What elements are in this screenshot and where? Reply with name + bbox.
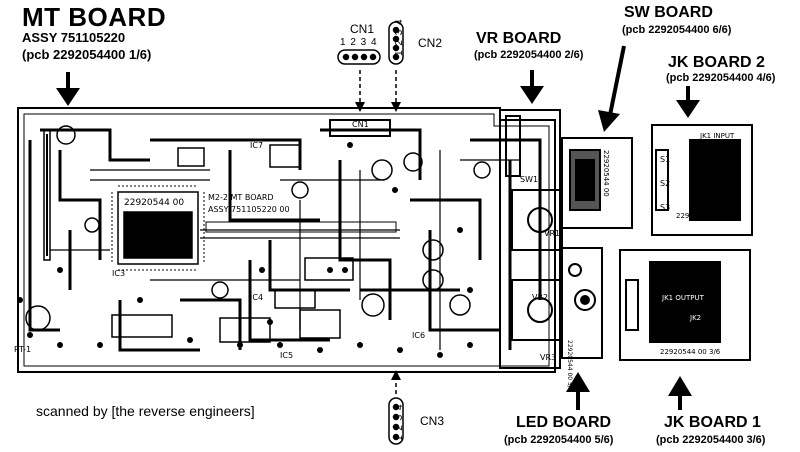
led-board-pcb: (pcb 2292054400 5/6) xyxy=(504,434,614,446)
jk-board-2-title: JK BOARD 2 xyxy=(668,54,765,71)
left-header-pins xyxy=(43,129,51,261)
pcb-vr2-text: VR2 xyxy=(532,293,548,302)
pcb-s3-text: S3 xyxy=(660,203,670,212)
mt-board-title: MT BOARD xyxy=(22,2,167,32)
arrow-mt-board xyxy=(56,72,80,106)
arrow-vr-board xyxy=(520,70,544,104)
led-board-title: LED BOARD xyxy=(516,414,612,431)
scan-credit: scanned by [the reverse engineers] xyxy=(36,403,255,419)
sw-board-pcb: (pcb 2292054400 6/6) xyxy=(622,24,732,36)
pcb-cn1-text: CN1 xyxy=(352,120,369,129)
pcb-s2-text: S2 xyxy=(660,179,670,188)
cn2-dashed-arrow xyxy=(391,70,401,112)
pcb-jk2-text: JK2 xyxy=(689,314,701,322)
pcb-s1-text: S1 xyxy=(660,155,670,164)
vr-board-pcb xyxy=(499,109,563,369)
pcb-board-text-1: M2-2 MT BOARD xyxy=(208,193,274,202)
pcb-ic3-text: IC3 xyxy=(112,269,125,278)
cn3-label: CN3 xyxy=(420,414,445,428)
sw-board-title: SW BOARD xyxy=(624,4,713,21)
jk-board-1-pcb: (pcb 2292054400 3/6) xyxy=(656,434,766,446)
main-ic xyxy=(111,185,205,271)
jk-board-2-pcb xyxy=(651,124,753,236)
mt-board-assy: ASSY 751105220 xyxy=(22,30,126,45)
arrow-sw-board xyxy=(598,45,626,132)
cn2-symbol xyxy=(388,21,404,65)
pcb-sw-text: 22920544 00 xyxy=(602,150,610,197)
arrow-jk-board-1 xyxy=(668,376,692,410)
cn1-pins: 1 2 3 4 xyxy=(340,37,378,48)
solder-pads xyxy=(17,142,473,358)
pcb-jk-out-text: JK1 OUTPUT xyxy=(661,294,705,302)
pcb-sw1-text: SW1 xyxy=(520,175,538,184)
arrows xyxy=(56,45,700,410)
arrow-led-board xyxy=(566,372,590,410)
pcb-jk-code-text: 22920544 00 xyxy=(676,212,723,220)
vr-board-title: VR BOARD xyxy=(476,30,562,47)
small-ics xyxy=(111,144,354,343)
led-board-pcb xyxy=(561,247,603,359)
pcb-ic7-text: IC7 xyxy=(250,141,263,150)
pcb-led-text: 22920544 00 5/6 xyxy=(566,340,573,392)
pcb-ic4-text: IC4 xyxy=(250,293,263,302)
sw-board-pcb xyxy=(561,137,633,229)
arrow-jk-board-2 xyxy=(676,86,700,118)
pcb-vr1-text: VR1 xyxy=(544,229,560,238)
cn2-pins: 1 2 3 4 xyxy=(394,18,405,56)
cn1-symbol xyxy=(337,49,381,65)
jk-board-1-title: JK BOARD 1 xyxy=(664,414,761,431)
cn3-pins: 1 2 3 4 xyxy=(394,403,405,441)
cn1-pcb-block xyxy=(329,119,391,137)
cn1-dashed-arrow xyxy=(355,70,365,112)
pcb-jk-input-text: JK1 INPUT xyxy=(699,132,735,140)
jk-board-1-pcb xyxy=(619,249,751,361)
pcb-traces-thin xyxy=(50,150,520,350)
cn3-symbol xyxy=(388,397,404,445)
cn3-dashed-arrow xyxy=(391,370,401,394)
pcb-ic5-text: IC5 xyxy=(280,351,293,360)
pcb-rt1-text: RT-1 xyxy=(14,345,31,354)
pcb-ic6-text: IC6 xyxy=(412,331,425,340)
jk-board-2-pcb: (pcb 2292054400 4/6) xyxy=(666,72,776,84)
mt-board-pcb: (pcb 2292054400 1/6) xyxy=(22,47,152,62)
pcb-jk1-code-text: 22920544 00 3/6 xyxy=(660,348,721,356)
pcb-traces xyxy=(28,128,542,352)
connector-dashed-arrows xyxy=(355,70,401,394)
capacitors xyxy=(25,125,491,331)
pcb-ic-main-text: 22920544 00 xyxy=(124,198,184,208)
pcb-vr3-text: VR3 xyxy=(540,353,556,362)
cn1-label: CN1 xyxy=(350,22,375,36)
cn2-label: CN2 xyxy=(418,36,443,50)
pcb-board-text-2: ASSY 751105220 00 xyxy=(208,205,290,214)
pin-header-row xyxy=(205,221,397,233)
vr-board-pcb: (pcb 2292054400 2/6) xyxy=(474,49,584,61)
mt-board-pcb xyxy=(17,107,556,373)
